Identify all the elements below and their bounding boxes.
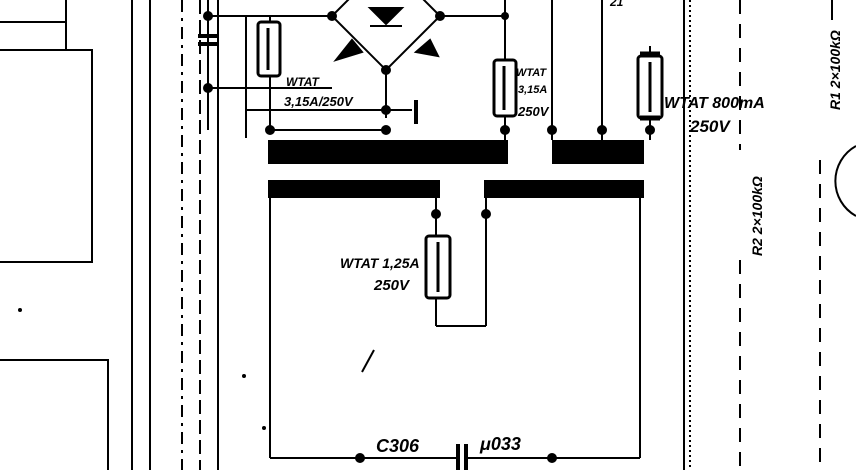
label-fuse-lower: WTAT 1,25A xyxy=(340,255,420,271)
left-box-outer xyxy=(0,359,109,470)
capacitor-left xyxy=(198,34,218,46)
label-fuse-left-rating: 3,15A/250V xyxy=(284,94,354,109)
label-fuse-right: WTAT 800mA xyxy=(664,95,765,112)
diode-left xyxy=(333,38,364,62)
label-resistor-r1: R1 2×100kΩ xyxy=(827,30,843,110)
label-fuse-lower-volt: 250V xyxy=(373,277,411,294)
transformer-primary-left xyxy=(268,140,508,164)
label-fuse-left: WTAT xyxy=(286,75,321,89)
junction-dots xyxy=(18,11,655,463)
label-cap-name: C306 xyxy=(376,436,420,456)
label-fuse-mid-volt: 250V xyxy=(517,104,550,119)
diode-right xyxy=(413,38,440,58)
label-top-partial: 21 xyxy=(609,0,624,9)
capacitor-c306 xyxy=(456,444,468,470)
transformer-secondary-right xyxy=(484,180,644,198)
left-box-lower xyxy=(0,0,67,23)
label-fuse-mid-name: WTAT xyxy=(516,67,547,79)
transformer-primary-right xyxy=(552,140,644,164)
label-fuse-right-volt: 250V xyxy=(689,117,731,136)
diode-top xyxy=(367,7,405,26)
label-resistor-r2: R2 2×100kΩ xyxy=(749,176,765,256)
left-box-upper xyxy=(0,49,93,263)
label-cap-value: μ033 xyxy=(479,434,521,454)
right-circle-partial xyxy=(834,145,856,217)
transformer-secondary-left xyxy=(268,180,440,198)
label-fuse-mid-amp: 3,15A xyxy=(518,84,547,96)
